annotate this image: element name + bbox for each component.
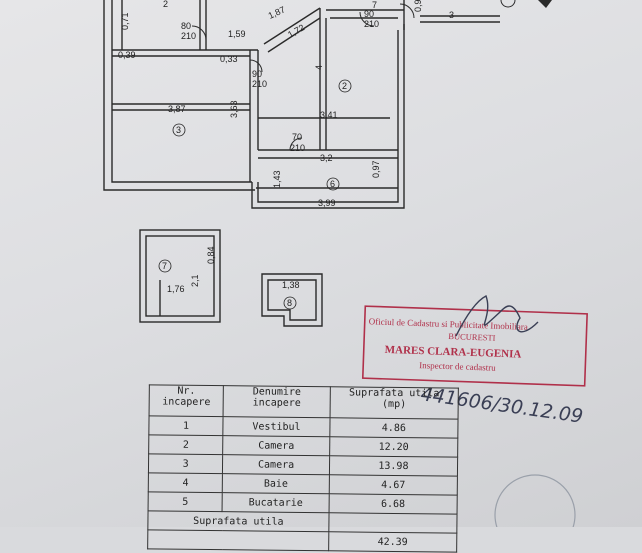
cell-room-name: Baie — [222, 473, 330, 494]
total-area: 42.39 — [328, 531, 457, 553]
dim-label: 1,87 — [267, 4, 287, 20]
cell-area: 6.68 — [328, 493, 458, 515]
dim-label: 210 — [364, 19, 379, 29]
total-value — [328, 512, 458, 534]
dim-label: 210 — [290, 143, 305, 153]
stamp-city: BUCURESTI — [448, 331, 496, 343]
floor-plan: 2 0,71 80 210 1,59 1,87 1,72 7 90 210 0,… — [103, 0, 588, 527]
total-label: Suprafata utila — [147, 510, 329, 532]
room-number: 3 — [176, 125, 181, 135]
cell-room-number: 2 — [148, 434, 224, 455]
dim-label: 3,63 — [229, 100, 239, 118]
stamp-inspector-title: Inspector de cadastru — [419, 360, 496, 373]
dim-label: 1,59 — [228, 29, 246, 39]
dim-label: 90 — [252, 69, 262, 79]
dim-label: 1,76 — [167, 284, 185, 294]
header-room-name: Denumire incapere — [223, 385, 331, 418]
dim-label: 0,71 — [120, 12, 130, 30]
cell-room-number: 1 — [148, 415, 224, 436]
dim-label: 3,87 — [168, 104, 186, 114]
room-number: 2 — [342, 81, 347, 91]
door-swings — [191, 3, 415, 151]
dim-label: 0,33 — [220, 54, 238, 64]
header-room-number: Nr. incapere — [149, 384, 224, 417]
dim-label: 210 — [252, 79, 267, 89]
cell-room-name: Bucatarie — [222, 492, 330, 513]
dim-label: 1,38 — [282, 280, 300, 290]
cell-area: 12.20 — [329, 436, 458, 458]
signature — [455, 295, 539, 337]
cell-room-name: Camera — [222, 435, 330, 456]
stamp-office: Oficiul de Cadastru si Publicitate Imobi… — [369, 316, 528, 332]
dim-label: 0,39 — [118, 50, 136, 60]
faded-seal — [494, 474, 576, 527]
plan-walls — [103, 0, 500, 209]
dim-label: 0,97 — [371, 160, 381, 178]
dim-label: 80 — [181, 21, 191, 31]
cadastre-stamp: Oficiul de Cadastru si Publicitate Imobi… — [361, 305, 588, 387]
dim-label: 1,72 — [286, 22, 306, 39]
room-markers: 2 3 6 7 8 — [158, 79, 352, 310]
dim-label: 2,1 — [190, 274, 200, 287]
dimension-labels: 2 0,71 80 210 1,59 1,87 1,72 7 90 210 0,… — [118, 0, 454, 294]
table-total-value-row: 42.39 — [147, 529, 457, 553]
cell-area: 4.67 — [329, 474, 458, 496]
dim-label: 3 — [449, 10, 454, 20]
room-area-table: Nr. incapere Denumire incapere Suprafata… — [147, 384, 459, 553]
dim-label: 3,99 — [318, 198, 336, 208]
cell-room-number: 4 — [148, 472, 223, 493]
cell-room-number: 5 — [148, 491, 223, 512]
dim-label: 3,2 — [320, 153, 333, 163]
dim-label: 70 — [292, 132, 302, 142]
room-number: 8 — [287, 298, 292, 308]
dim-label: 0,9 — [413, 0, 423, 12]
annex-walls — [139, 229, 323, 327]
cell-area: 4.86 — [329, 417, 459, 439]
dim-label: 1,43 — [272, 170, 282, 188]
dim-label: 3,41 — [320, 110, 338, 120]
dim-label: 2 — [163, 0, 168, 9]
north-arrow-icon — [538, 0, 552, 8]
table-header-row: Nr. incapere Denumire incapere Suprafata… — [149, 384, 459, 420]
room-number: 7 — [162, 261, 167, 271]
cell-room-number: 3 — [148, 453, 223, 474]
dim-label: 90 — [364, 9, 374, 19]
room-number: 6 — [330, 179, 335, 189]
total-blank — [147, 529, 329, 551]
cell-room-name: Vestibul — [223, 416, 330, 437]
corner-circle-icon — [500, 0, 516, 8]
dim-label: 210 — [181, 31, 196, 41]
stamp-inspector-name: MARES CLARA-EUGENIA — [385, 344, 522, 361]
dim-label: 4 — [314, 65, 324, 70]
header-usable-area: Suprafata utila (mp) — [329, 386, 459, 420]
cell-area: 13.98 — [329, 455, 458, 477]
cell-room-name: Camera — [222, 454, 330, 475]
dim-label: 7 — [372, 0, 377, 10]
dim-label: 0,84 — [206, 246, 216, 264]
